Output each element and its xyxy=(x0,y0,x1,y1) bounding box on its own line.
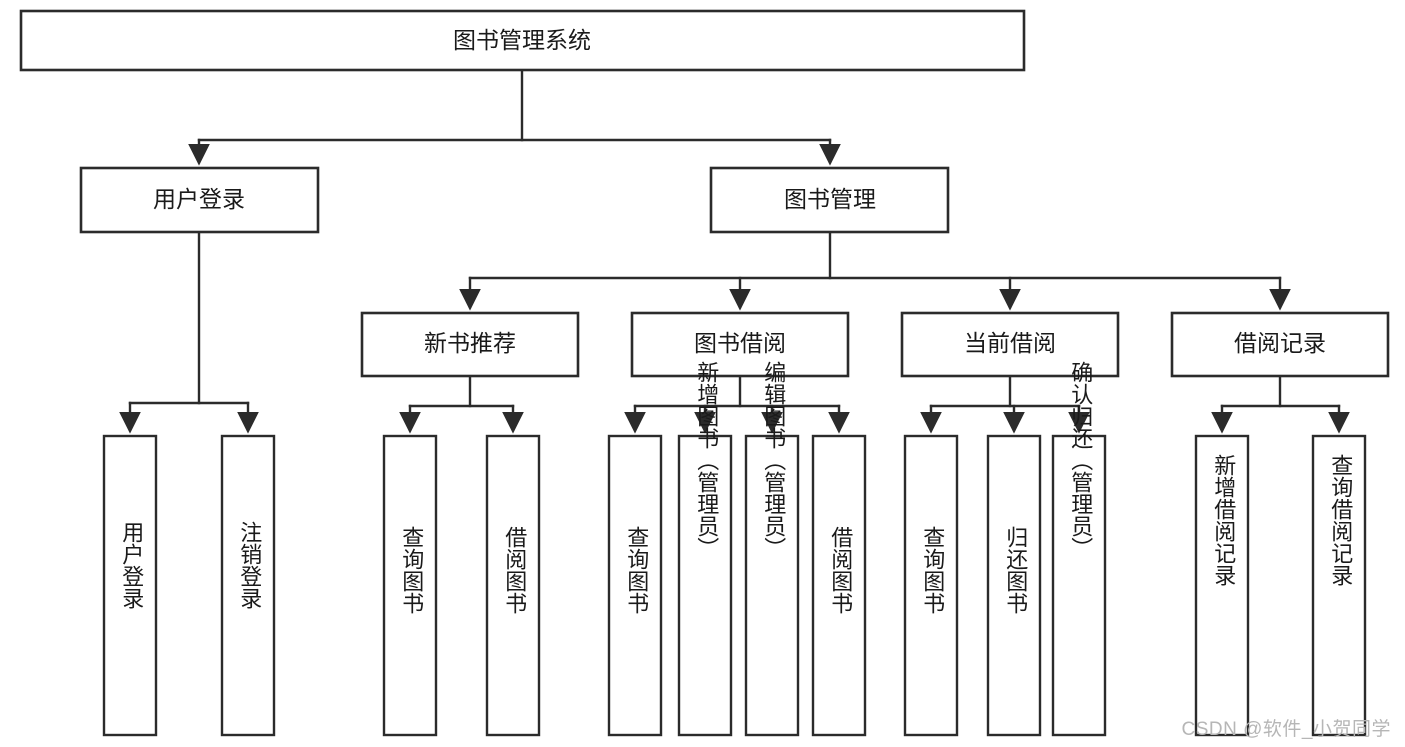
node-new-book-recommend-label: 新书推荐 xyxy=(424,330,516,356)
node-layer: 图书管理系统 用户登录 图书管理 新书推荐 图书借阅 xyxy=(19,9,1390,737)
node-current-borrow-box[interactable] xyxy=(900,311,1120,378)
node-leaf-query-book-1-label: 查询图书 xyxy=(399,526,424,614)
node-leaf-user-login-label: 用户登录 xyxy=(119,521,144,609)
node-new-book-recommend-box[interactable] xyxy=(360,311,580,378)
node-leaf-user-logout[interactable]: 注销登录 xyxy=(220,434,276,737)
node-leaf-query-book-1[interactable]: 查询图书 xyxy=(382,434,438,737)
edge-layer xyxy=(119,68,1350,434)
node-leaf-user-logout-label: 注销登录 xyxy=(237,521,262,609)
node-leaf-borrow-book-1-box[interactable] xyxy=(485,434,541,737)
node-leaf-add-book-label: 新增图书（管理员） xyxy=(694,361,719,559)
node-leaf-add-borrow-record[interactable]: 新增借阅记录 xyxy=(1194,434,1250,737)
node-user-login-label: 用户登录 xyxy=(153,186,245,212)
node-root-label: 图书管理系统 xyxy=(453,27,591,53)
node-root-box[interactable] xyxy=(19,9,1026,72)
node-leaf-query-book-3[interactable]: 查询图书 xyxy=(903,434,959,737)
node-leaf-return-book[interactable]: 归还图书 xyxy=(986,434,1042,737)
node-leaf-query-book-2-label: 查询图书 xyxy=(624,526,649,614)
node-current-borrow[interactable]: 当前借阅 xyxy=(900,311,1120,378)
node-root[interactable]: 图书管理系统 xyxy=(19,9,1026,72)
node-leaf-confirm-return-label: 确认归还（管理员） xyxy=(1068,361,1093,559)
node-leaf-confirm-return-box[interactable] xyxy=(1051,434,1107,737)
node-leaf-borrow-book-1-label: 借阅图书 xyxy=(502,526,527,614)
node-user-login[interactable]: 用户登录 xyxy=(79,166,320,234)
node-book-management-box[interactable] xyxy=(709,166,950,234)
node-book-borrow[interactable]: 图书借阅 xyxy=(630,311,850,378)
node-borrow-records-box[interactable] xyxy=(1170,311,1390,378)
node-user-login-box[interactable] xyxy=(79,166,320,234)
node-book-management-label: 图书管理 xyxy=(784,186,876,212)
node-borrow-records-label: 借阅记录 xyxy=(1234,330,1326,356)
node-book-borrow-label: 图书借阅 xyxy=(694,330,786,356)
node-leaf-edit-book-box[interactable] xyxy=(744,434,800,737)
node-leaf-user-logout-box[interactable] xyxy=(220,434,276,737)
node-leaf-query-book-3-box[interactable] xyxy=(903,434,959,737)
node-leaf-edit-book[interactable]: 编辑图书（管理员） xyxy=(744,361,800,737)
node-current-borrow-label: 当前借阅 xyxy=(964,330,1056,356)
node-leaf-query-book-1-box[interactable] xyxy=(382,434,438,737)
node-leaf-add-book-box[interactable] xyxy=(677,434,733,737)
node-leaf-query-book-2[interactable]: 查询图书 xyxy=(607,434,663,737)
node-leaf-borrow-book-2-box[interactable] xyxy=(811,434,867,737)
node-leaf-confirm-return[interactable]: 确认归还（管理员） xyxy=(1051,361,1107,737)
node-leaf-borrow-book-2[interactable]: 借阅图书 xyxy=(811,434,867,737)
node-leaf-query-borrow-record[interactable]: 查询借阅记录 xyxy=(1311,434,1367,737)
node-leaf-add-borrow-record-label: 新增借阅记录 xyxy=(1211,454,1236,586)
node-leaf-query-book-3-label: 查询图书 xyxy=(920,526,945,614)
node-leaf-user-login[interactable]: 用户登录 xyxy=(102,434,158,737)
node-leaf-user-login-box[interactable] xyxy=(102,434,158,737)
node-leaf-query-book-2-box[interactable] xyxy=(607,434,663,737)
node-leaf-return-book-label: 归还图书 xyxy=(1003,526,1028,614)
node-book-borrow-box[interactable] xyxy=(630,311,850,378)
node-leaf-borrow-book-2-label: 借阅图书 xyxy=(828,526,853,614)
node-leaf-borrow-book-1[interactable]: 借阅图书 xyxy=(485,434,541,737)
node-book-management[interactable]: 图书管理 xyxy=(709,166,950,234)
node-leaf-return-book-box[interactable] xyxy=(986,434,1042,737)
node-leaf-query-borrow-record-label: 查询借阅记录 xyxy=(1328,454,1353,586)
node-leaf-add-borrow-record-box[interactable] xyxy=(1194,434,1250,737)
node-leaf-query-borrow-record-box[interactable] xyxy=(1311,434,1367,737)
node-leaf-add-book[interactable]: 新增图书（管理员） xyxy=(677,361,733,737)
node-new-book-recommend[interactable]: 新书推荐 xyxy=(360,311,580,378)
node-borrow-records[interactable]: 借阅记录 xyxy=(1170,311,1390,378)
node-leaf-edit-book-label: 编辑图书（管理员） xyxy=(761,361,786,559)
